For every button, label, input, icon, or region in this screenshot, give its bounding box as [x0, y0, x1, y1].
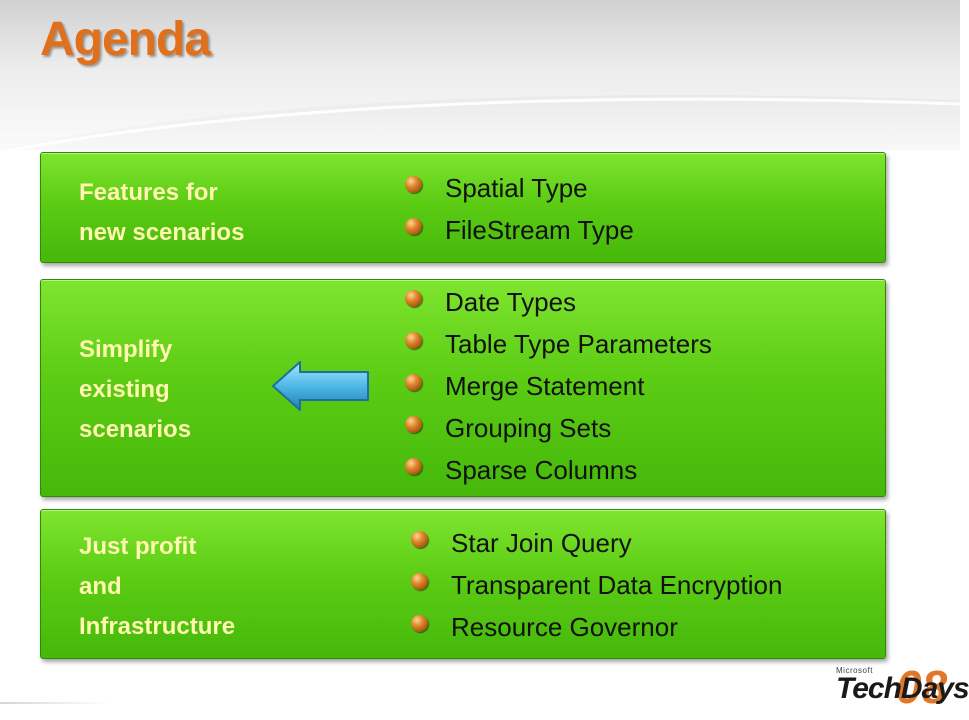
- bullet-icon: [405, 416, 422, 433]
- list-item: Star Join Query: [409, 522, 782, 564]
- bullet-icon: [411, 531, 428, 548]
- section-panel-profit: Just profit and Infrastructure Star Join…: [40, 509, 886, 659]
- bullet-list-simplify: Date Types Table Type Parameters Merge S…: [403, 281, 712, 491]
- list-item: Table Type Parameters: [403, 323, 712, 365]
- section-label-simplify: Simplify existing scenarios: [79, 336, 192, 443]
- bullet-list-features: Spatial Type FileStream Type: [403, 167, 634, 251]
- left-arrow-icon: [272, 361, 369, 411]
- list-item: Transparent Data Encryption: [409, 564, 782, 606]
- section-panel-features: Features for new scenarios Spatial Type …: [40, 152, 886, 263]
- slide-title: Agenda: [40, 13, 211, 66]
- bullet-list-profit: Star Join Query Transparent Data Encrypt…: [409, 522, 782, 648]
- list-item: Date Types: [403, 281, 712, 323]
- list-item: Sparse Columns: [403, 449, 712, 491]
- title-band: [0, 0, 960, 150]
- logo-brand-main: TechDays: [836, 672, 969, 705]
- section-label-features: Features for new scenarios: [79, 179, 245, 246]
- bullet-icon: [405, 332, 422, 349]
- list-item: Grouping Sets: [403, 407, 712, 449]
- bullet-icon: [411, 615, 428, 632]
- section-label-profit: Just profit and Infrastructure: [79, 533, 236, 640]
- list-item: Spatial Type: [403, 167, 634, 209]
- bullet-icon: [405, 218, 422, 235]
- list-item: Merge Statement: [403, 365, 712, 407]
- logo-brand-small: Microsoft: [836, 666, 873, 675]
- bullet-icon: [405, 374, 422, 391]
- footer-decoration: [0, 702, 110, 704]
- logo-number: 08: [896, 661, 948, 713]
- title-swoosh: [0, 0, 961, 154]
- bullet-icon: [405, 290, 422, 307]
- bullet-icon: [405, 458, 422, 475]
- bullet-icon: [405, 176, 422, 193]
- techdays-logo: 08 Microsoft TechDays: [836, 661, 969, 714]
- section-panel-simplify: Simplify existing scenarios Date Types T…: [40, 279, 886, 497]
- bullet-icon: [411, 573, 428, 590]
- list-item: Resource Governor: [409, 606, 782, 648]
- list-item: FileStream Type: [403, 209, 634, 251]
